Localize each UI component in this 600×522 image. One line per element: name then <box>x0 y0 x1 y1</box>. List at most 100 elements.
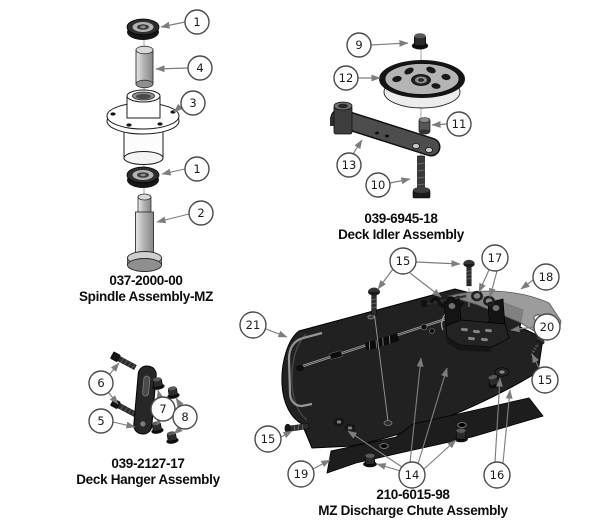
svg-text:21: 21 <box>246 318 261 332</box>
svg-text:10: 10 <box>371 178 386 192</box>
svg-text:4: 4 <box>196 61 203 75</box>
callout-idler-9: 9 <box>346 32 372 58</box>
callout-chute-15a: 15 <box>389 247 417 275</box>
svg-text:3: 3 <box>189 96 196 110</box>
leader-line <box>265 328 288 338</box>
chute-spring-detail <box>365 333 399 351</box>
callout-spindle-2: 2 <box>188 200 214 226</box>
leader-line <box>312 459 331 470</box>
chute-part-number: 210-6015-98 <box>376 487 450 502</box>
leader-line <box>431 120 448 128</box>
bracket-hole <box>448 303 456 309</box>
leader-line <box>417 367 448 465</box>
spring-part <box>420 294 467 308</box>
callout-hanger-7: 7 <box>150 396 176 422</box>
plate-hole <box>140 421 146 427</box>
svg-text:5: 5 <box>97 414 104 428</box>
deck-idler-assembly: 9 12 11 13 10 039-6945-18 Deck Idler Ass… <box>330 32 472 242</box>
leader-line <box>494 377 503 463</box>
arm-hole <box>411 142 420 149</box>
deck-hanger-assembly: 6 5 7 8 039-2127-17 Deck Hanger Assembly <box>76 351 221 487</box>
bracket-hole <box>492 305 500 311</box>
svg-text:12: 12 <box>339 71 354 85</box>
idler-bushing-part <box>418 117 431 135</box>
callout-spindle-1a: 1 <box>184 9 210 35</box>
leader-line <box>370 40 409 47</box>
svg-text:8: 8 <box>181 410 188 424</box>
leader-line <box>488 270 498 298</box>
leader-line <box>377 268 394 290</box>
callout-chute-15b: 15 <box>531 366 559 394</box>
callout-hanger-5: 5 <box>88 408 114 434</box>
svg-text:15: 15 <box>261 432 276 446</box>
pulley-slot <box>404 67 414 75</box>
arm-hole <box>375 131 379 135</box>
pulley-slot <box>426 66 436 74</box>
callout-chute-15c: 15 <box>254 425 282 453</box>
leader-line <box>155 65 189 73</box>
leader-line <box>502 389 513 464</box>
chute-hole <box>383 420 393 426</box>
arm-hole <box>424 146 433 153</box>
leader-line <box>415 260 461 268</box>
callout-spindle-3: 3 <box>180 90 206 116</box>
leader-line <box>173 103 183 113</box>
leader-line <box>107 391 119 405</box>
callout-chute-14: 14 <box>398 461 426 489</box>
svg-text:9: 9 <box>355 38 362 52</box>
carriage-bolt-upper-right-part <box>462 259 476 287</box>
strip-hole <box>379 443 389 449</box>
spindle-assembly-name: Spindle Assembly-MZ <box>79 289 213 304</box>
svg-text:17: 17 <box>488 251 503 265</box>
leader-line <box>280 430 293 439</box>
svg-text:18: 18 <box>539 270 554 284</box>
hanger-bolt-bottom-part <box>109 398 138 419</box>
callout-chute-16: 16 <box>483 461 511 489</box>
leader-line <box>173 425 183 435</box>
arm-hole <box>385 134 389 138</box>
idler-assembly-name: Deck Idler Assembly <box>338 227 465 242</box>
callout-idler-13: 13 <box>336 152 362 178</box>
callout-chute-19: 19 <box>287 460 315 488</box>
leader-line <box>409 357 424 464</box>
svg-text:14: 14 <box>405 468 420 482</box>
svg-text:15: 15 <box>396 254 411 268</box>
idler-bolt-part <box>412 155 431 199</box>
washer-stack-part <box>333 417 356 433</box>
flange-hole <box>157 122 163 126</box>
chute-tube-detail <box>287 331 323 408</box>
svg-text:13: 13 <box>342 158 357 172</box>
spindle-assembly: 1 4 3 1 2 037-2000-00 Spindle Assembly-M… <box>79 9 214 304</box>
leader-line <box>112 421 136 429</box>
leader-line <box>478 269 490 293</box>
svg-text:6: 6 <box>97 376 104 390</box>
hanger-assembly-name: Deck Hanger Assembly <box>76 472 220 487</box>
leader-line <box>409 272 442 298</box>
callout-spindle-4: 4 <box>187 55 213 81</box>
spindle-part-number: 037-2000-00 <box>109 273 182 288</box>
callout-chute-18: 18 <box>532 263 560 291</box>
spacer-part <box>135 45 154 89</box>
idler-part-number: 039-6945-18 <box>364 211 438 226</box>
callout-spindle-1b: 1 <box>184 156 210 182</box>
idler-arm-part <box>330 101 441 157</box>
strip-hole <box>457 422 467 428</box>
washer-nut-stack-part <box>485 367 510 390</box>
spindle-shaft-part <box>127 193 162 272</box>
callout-chute-21: 21 <box>239 311 267 339</box>
hanger-nut-part <box>164 429 180 446</box>
leader-line <box>352 139 363 155</box>
bearing-bottom-part <box>126 166 160 189</box>
plate-slot <box>142 375 151 397</box>
flange-hole <box>110 112 116 116</box>
leader-line <box>531 353 540 369</box>
leader-line <box>156 389 164 400</box>
washer-part <box>471 290 483 302</box>
spindle-housing-part <box>106 89 180 165</box>
svg-text:2: 2 <box>197 206 204 220</box>
svg-text:7: 7 <box>159 402 166 416</box>
svg-text:16: 16 <box>490 468 505 482</box>
leader-line <box>160 21 186 29</box>
carriage-bolt-left-part <box>284 423 310 434</box>
leader-line <box>510 325 535 333</box>
